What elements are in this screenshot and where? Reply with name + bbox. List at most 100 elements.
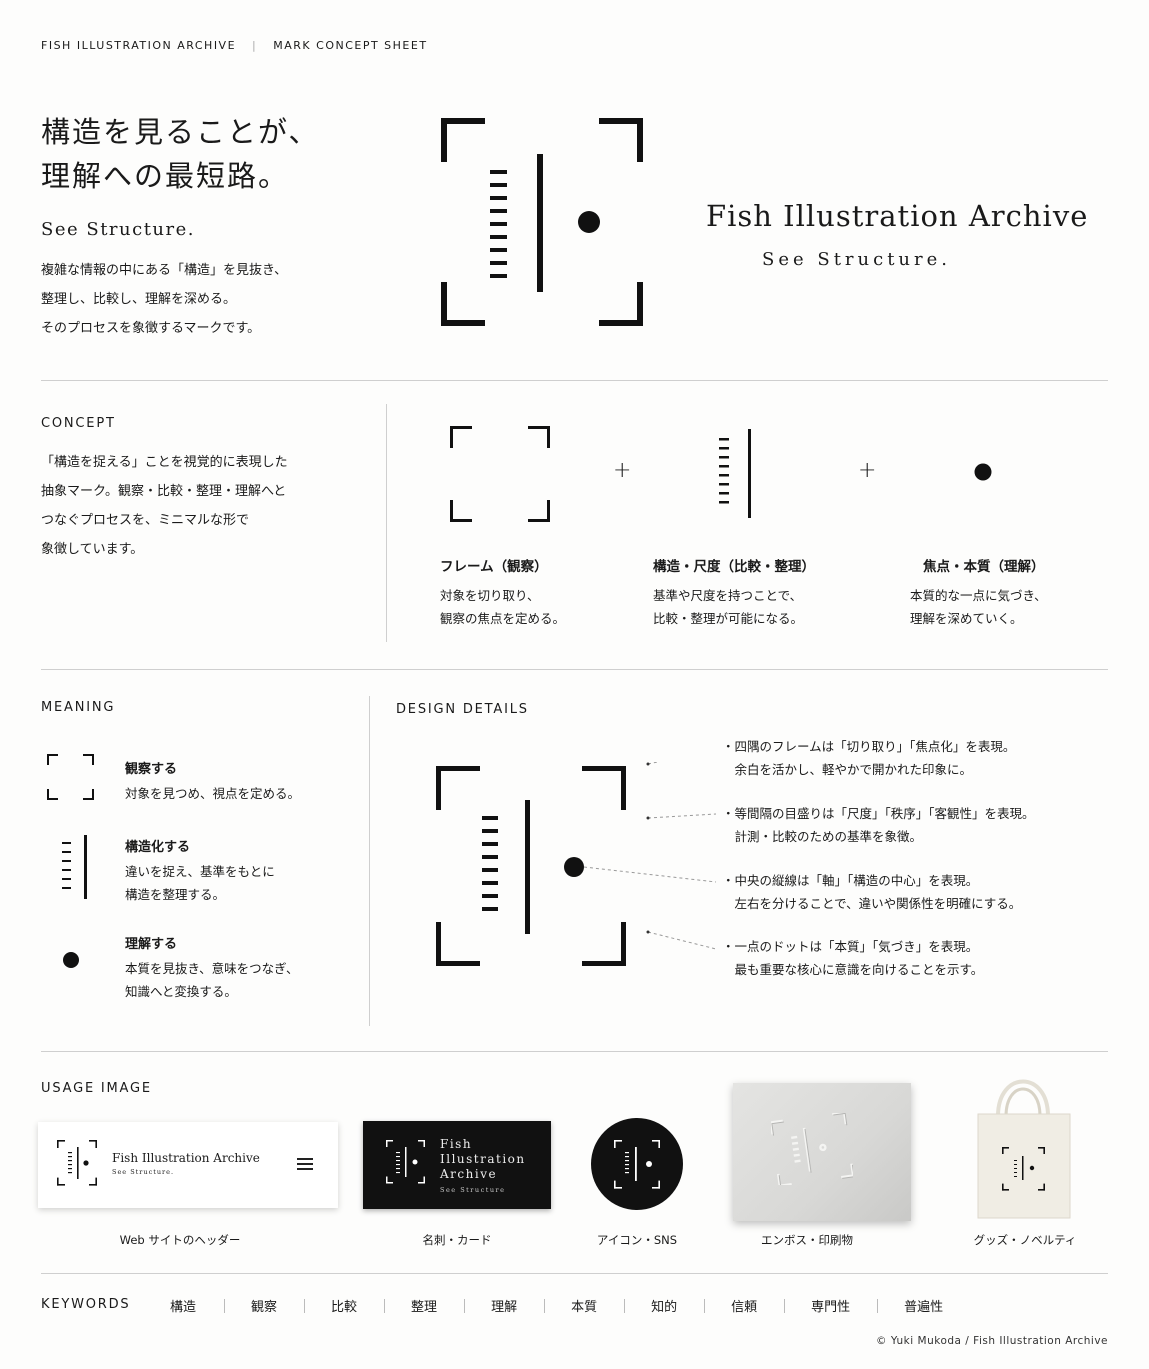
hero-body: 複雑な情報の中にある「構造」を見抜き、 整理し、比較し、理解を深める。 そのプロ… (41, 256, 287, 343)
concept-part-desc: 比較・整理が可能になる。 (653, 611, 804, 626)
divider (41, 1051, 1108, 1052)
usage-title: USAGE IMAGE (41, 1081, 152, 1096)
header-bar: FISH ILLUSTRATION ARCHIVE | MARK CONCEPT… (41, 39, 428, 52)
card-name-line: Illustration (440, 1152, 526, 1166)
keyword-item: 比較 (331, 1300, 358, 1315)
keyword-separator (877, 1298, 879, 1313)
keyword-item: 知的 (651, 1300, 678, 1315)
keyword-item: 観察 (251, 1300, 278, 1315)
usage-label-card: 名刺・カード (422, 1233, 492, 1247)
concept-divider (386, 404, 387, 642)
keyword-separator (704, 1298, 706, 1313)
web-header-name: Fish Illustration Archive (112, 1151, 260, 1165)
hero-headline-line-1: 構造を見ることが、 (41, 115, 320, 149)
keywords-title: KEYWORDS (41, 1297, 131, 1312)
usage-tote-bag-mock (977, 1079, 1071, 1219)
usage-label-emboss: エンボス・印刷物 (761, 1233, 853, 1247)
meaning-item-desc: 構造を整理する。 (125, 887, 226, 902)
design-note-axis: ・中央の縦線は「軸」「構造の中心」を表現。 左右を分けることで、違いや関係性を明… (722, 869, 1021, 915)
keyword-item: 整理 (411, 1300, 438, 1315)
plus-sign: + (613, 458, 632, 483)
meaning-item-title: 観察する (125, 762, 178, 777)
hero-body-line: 複雑な情報の中にある「構造」を見抜き、 (41, 263, 288, 278)
keyword-item: 本質 (571, 1300, 598, 1315)
dot-part-icon (974, 463, 992, 481)
meaning-item-title: 構造化する (125, 840, 191, 855)
concept-part-dot: 焦点・本質（理解） 本質的な一点に気づき、 理解を深めていく。 (910, 555, 1047, 630)
dot-icon (63, 952, 79, 968)
card-name: Fish Illustration Archive (440, 1137, 526, 1182)
concept-part-desc: 対象を切り取り、 (440, 588, 540, 603)
concept-body-line: 「構造を捉える」ことを視覚的に表現した (41, 455, 288, 470)
footer-copyright: © Yuki Mukoda / Fish Illustration Archiv… (875, 1335, 1108, 1347)
card-name-line: Archive (440, 1167, 498, 1181)
keyword-separator (304, 1298, 306, 1313)
design-note-scale: ・等間隔の目盛りは「尺度」「秩序」「客観性」を表現。 計測・比較のための基準を象… (722, 802, 1035, 848)
concept-part-desc: 基準や尺度を持つことで、 (653, 588, 803, 603)
card-tagline: See Structure (440, 1186, 506, 1194)
hero-body-line: そのプロセスを象徴するマークです。 (41, 321, 261, 336)
meaning-item-desc: 対象を見つめ、視点を定める。 (125, 786, 301, 801)
concept-part-desc: 理解を深めていく。 (910, 611, 1023, 626)
hamburger-menu-icon[interactable] (297, 1158, 313, 1170)
design-detail-mark (436, 762, 717, 966)
emboss-mark-icon (771, 1113, 853, 1185)
card-mark-icon (386, 1140, 425, 1184)
meaning-item-desc: 違いを捉え、基準をもとに (125, 864, 275, 879)
keyword-separator (384, 1298, 386, 1313)
hero-body-line: 整理し、比較し、理解を深める。 (41, 292, 237, 307)
keyword-separator (624, 1298, 626, 1313)
design-note-line: ・等間隔の目盛りは「尺度」「秩序」「客観性」を表現。 (722, 806, 1035, 821)
concept-part-desc: 観察の焦点を定める。 (440, 611, 566, 626)
concept-part-desc: 本質的な一点に気づき、 (910, 588, 1047, 603)
keyword-separator (544, 1298, 546, 1313)
usage-label-web: Web サイトのヘッダー (119, 1233, 241, 1247)
meaning-divider (369, 696, 370, 1026)
logo-tagline: See Structure. (762, 249, 952, 270)
design-note-line: 計測・比較のための基準を象徴。 (722, 829, 923, 844)
concept-part-title: 構造・尺度（比較・整理） (653, 559, 815, 575)
header-separator: | (252, 39, 258, 52)
frame-icon (47, 754, 94, 800)
keyword-item: 構造 (170, 1300, 197, 1315)
mini-mark-icon (57, 1140, 97, 1186)
design-note-line: ・中央の縦線は「軸」「構造の中心」を表現。 (722, 873, 979, 888)
web-header-tagline: See Structure. (112, 1168, 175, 1176)
concept-body-line: つなぐプロセスを、ミニマルな形で (41, 513, 250, 528)
meaning-item-structure: 構造化する 違いを捉え、基準をもとに 構造を整理する。 (125, 836, 275, 906)
concept-body: 「構造を捉える」ことを視覚的に表現した 抽象マーク。観察・比較・整理・理解へと … (41, 448, 288, 564)
concept-part-scale: 構造・尺度（比較・整理） 基準や尺度を持つことで、 比較・整理が可能になる。 (653, 555, 815, 630)
main-logo-mark (441, 118, 643, 326)
keywords-list: 構造 観察 比較 整理 理解 本質 知的 信頼 専門性 普遍性 (170, 1296, 943, 1315)
meaning-item-observe: 観察する 対象を見つめ、視点を定める。 (125, 758, 300, 805)
usage-emboss-mock (733, 1083, 911, 1221)
usage-label-sns: アイコン・SNS (596, 1233, 678, 1247)
keyword-item: 信頼 (731, 1300, 758, 1315)
design-details-title: DESIGN DETAILS (396, 702, 529, 717)
divider (41, 669, 1108, 670)
divider (41, 380, 1108, 381)
meaning-item-desc: 本質を見抜き、意味をつなぎ、 (125, 961, 299, 976)
concept-part-title: フレーム（観察） (440, 559, 548, 575)
frame-part-icon (450, 426, 550, 522)
scale-part-icon (719, 429, 751, 518)
hero-headline: 構造を見ることが、 理解への最短路。 (41, 110, 319, 198)
concept-part-frame: フレーム（観察） 対象を切り取り、 観察の焦点を定める。 (440, 555, 565, 630)
concept-body-line: 象徴しています。 (41, 542, 144, 557)
logo-wordmark: Fish Illustration Archive (706, 199, 1089, 233)
design-note-dot: ・一点のドットは「本質」「気づき」を表現。 最も重要な核心に意識を向けることを示… (722, 935, 983, 981)
concept-part-title: 焦点・本質（理解） (923, 559, 1045, 575)
design-note-line: ・四隅のフレームは「切り取り」「焦点化」を表現。 (722, 739, 1016, 754)
keyword-separator (784, 1298, 786, 1313)
meaning-item-desc: 知識へと変換する。 (125, 984, 237, 999)
card-name-line: Fish (440, 1137, 473, 1151)
concept-body-line: 抽象マーク。観察・比較・整理・理解へと (41, 484, 287, 499)
concept-title: CONCEPT (41, 416, 116, 431)
meaning-item-understand: 理解する 本質を見抜き、意味をつなぎ、 知識へと変換する。 (125, 933, 299, 1003)
meaning-item-title: 理解する (125, 937, 178, 952)
hero-headline-line-2: 理解への最短路。 (41, 159, 290, 193)
scale-icon (62, 835, 87, 899)
keyword-separator (464, 1298, 466, 1313)
design-note-frame: ・四隅のフレームは「切り取り」「焦点化」を表現。 余白を活かし、軽やかで開かれた… (722, 735, 1015, 781)
usage-web-header-mock: Fish Illustration Archive See Structure. (38, 1122, 338, 1208)
